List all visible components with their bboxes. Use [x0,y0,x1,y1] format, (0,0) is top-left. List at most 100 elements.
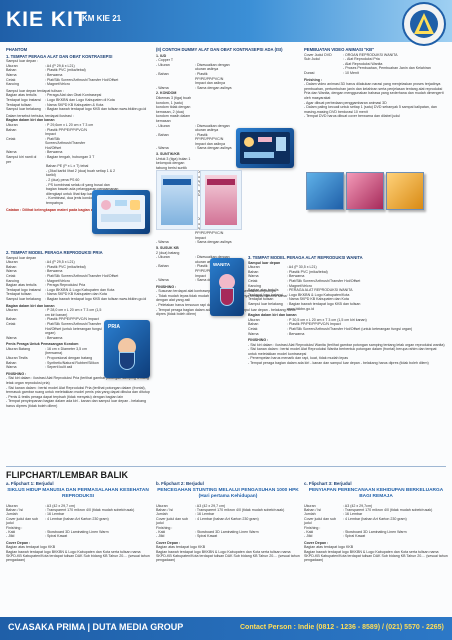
flipchart-cover-line: Bagian bawah terdapat logo BKKBN & Logo … [156,549,300,563]
dummy-item-row: - Ukuran: Disesuaikan dengan ukuran asli… [156,63,232,72]
dummy-item-key: Untuk 3 (tiga) bulan 1 kelompok dengan t… [156,156,191,170]
sec2-inner-key: Warna [6,335,17,340]
sec2-pria-key: Bahan [6,360,17,365]
sec2-finishing-line: - Sisi kiri dalam : ilustrasi Alat Repro… [6,376,149,386]
flipchart-spec-key: - Kaki [156,530,166,535]
section-3: 3. TEMPAT MODEL PERAGA ALAT REPRODUKSI W… [248,254,446,366]
dummy-item-value: : Plastik PP/PE/PP/PVC/N Impact dan asli… [195,71,225,86]
sec1-inside-row: Terdapat tulisan: Nama SKPD KB Kabupaten… [6,103,150,108]
flipchart-spec-key: Bahan / Isi [6,508,23,512]
section-1-inner-sub: Bagian dalam kiri dan kanan [6,118,55,123]
video-spec-value: : ORGAN REPRODUKSI WANITA [343,52,398,57]
flipchart-spec-value: : Stowboard 3D Laminating Linen Warm [45,530,109,535]
flipchart-spec-row: Jumlah: 16 Lembar [156,512,300,516]
sec1-spec-key: Bahan [6,68,17,73]
sec2-spec-key: Ukuran [6,260,18,265]
poster-2 [200,170,242,230]
flipchart-spec-row: Cover judul dan sub judul: 4 Lembar (bah… [304,517,448,526]
flipchart-spec-key: - Kaki [6,530,16,535]
video-spec-row: Sub Judul: - Alat Reproduksi Pria [304,57,446,62]
product-card-wanita: WANITA [210,258,244,316]
video-spec-value: - Proses Pembuahan, Pembuahan Janin dan … [343,66,431,71]
sec3-finishing-line: - Sisi kanan dalam : berisi model Alat R… [248,347,437,356]
sec2-pria-row: Ukuran Testis: Proporsional dengan batan… [6,356,102,361]
sec1-inside-value: : Logo BKKBN dan Logo Kabupaten di Kota [45,97,115,102]
flipchart-spec-key: - Kaki [304,530,314,535]
dummy-item-key: - Bahan [156,264,169,269]
video-finishing-line: - Tempat DVD harus dibuat cover berwarna… [304,114,401,119]
product-code: KM KIE 21 [82,14,122,23]
sec3-inner-value: : Berwarna [287,331,305,336]
flipchart-spec-key: Cover judul dan sub judul [156,516,188,526]
sec2-inner-value: : Plastik PP/PE/PP/PVC/N Impact [45,317,99,322]
flipchart-spec-value: : 4 Lembar (bahan Art Karton 230 gram) [195,516,259,521]
flipchart-spec-row: Cover judul dan sub judul: 4 Lembar (bah… [6,517,150,526]
sec3-spec-key: Bahan [248,269,259,274]
sec2-finishing-line: - Tempat penyimpanan bagian dalam ada ki… [6,399,146,408]
flipchart-spec-value: : 4 Lembar (bahan Art Karton 230 gram) [343,516,407,521]
flipchart-spec-key: - Jilid [6,534,15,539]
flipchart-cover-line: Bagian atas terdapat logo KKB [304,545,354,550]
flipchart-label: c. Flipchart 3: Berjudul [304,481,352,486]
dummy-item-row: - Bahan: Plastik PP/PE/PP/PVC/N Impact [156,264,232,278]
section-3-intro: Sampul luar depan [248,260,281,265]
sec2-spec-row: Terdapat logo instansi: Logo BKKBN & Log… [6,288,150,293]
sec2-spec-key: Terdapat tulisan [6,292,32,297]
sec3-spec-row: Warna: Berwarna [248,274,388,279]
sec1-extra-line: - 2 (dua) pena PS 60 [46,178,80,183]
dummy-item-value [195,96,232,124]
sec3-spec-key: Warna [248,274,259,279]
flipchart-spec-key: Jumlah [304,512,316,517]
flipchart-cover-line: Bagian bawah terdapat logo BKKBN & Logo … [304,549,448,563]
section-1-inner-title: Dalam tersebut terbuka, terdapat ilustra… [6,113,74,118]
dummy-item-key: - Ukuran [156,255,170,260]
dummy-item-row: - Warna: Sama dengan aslinya [156,86,232,91]
sec3-spec-key: Ukuran [248,265,260,270]
video-spec-row: Durasi: 10 Menit [304,71,446,76]
flipchart-cover-title: Cover Depan : [6,540,31,545]
dummy-item-key: - Bahan [156,71,169,76]
flipchart-spec-row: Jumlah : 16 Lembar [304,512,448,516]
dummy-item-key: - Warna [156,240,169,245]
sec1-inside-key: Bagian atas tertulis [6,93,37,98]
dummy-item-value: : Plastik PP/PE/PP/PVC/N Impact dan asli… [195,132,225,146]
sec2-spec-row: Terdapat tulisan : Nama SKPD KB Kabupaten… [6,292,150,297]
flipchart-spec-row: Ukuran: A3 (42 x 29,7cm) [304,504,448,508]
sec3-spec-row: Ukuran: A4 (P 30,5 x L21) [248,265,388,270]
flipchart-spec-value: : Stowboard 3D Laminating Linen Warm [343,530,407,535]
flipchart-spec-row: - Kaki : Stowboard 3D Laminating Linen Wa… [6,530,150,534]
sec3-spec-value: : PERAGA ALAT REPRODUKSI WANITA [287,288,353,293]
dummy-item-row: - Ukuran : Disesuaikan dengan ukuran asli… [156,255,232,264]
sec1-inner-value: : Plastik PP/PE/PP/PVC/N Impact [45,127,87,137]
section-2-inner-title: Bagian dalam kiri dan kanan [6,303,55,308]
sec1-inner-value: : Berwarna [45,150,63,155]
sec3-spec-value: : Magnet/Velcro [287,283,312,288]
dvd-cover-1 [306,172,344,210]
sec2-spec-value: : Nama SKPD KB Kabupaten dan Kota [45,292,107,297]
flipchart-spec-value: : 16 Lembar [343,512,363,517]
sec1-inner-row: Bahan: Plastik PP/PE/PP/PVC/N Impact [6,128,96,137]
dummy-item-value: : Disesuaikan dengan ukuran aslinya [195,255,230,264]
kie-kit-logo: KIE KIT [6,8,88,31]
sec1-spec-value: : Berwarna [45,72,63,77]
sec2-spec-row: Kancing: Magnet/Velcro [6,279,150,284]
sec3-inner-key: Warna [248,331,259,336]
sec1-spec-row: Warna: Berwarna [6,73,150,78]
sec2-inner-value: : Berwarna [45,335,63,340]
sec3-inner-key: Cetak [248,326,258,331]
flipchart-spec-value: : A3 (42 x 29,7cm) [343,503,373,508]
flipchart-spec-value: : Transparent 170 mikron 4/0 (tidak muda… [195,508,285,512]
video-finishing-title: Finishing : [304,77,323,82]
sec1-inner-row: Cetak: Plat/Silk Screen/Arthrush/Transfe… [6,137,96,151]
flipchart-spec-key: Bahan / Isi [156,508,173,512]
dummy-item-key: - Warna [156,85,169,90]
sec1-inner-key: Sampul kiri nanti ol per [6,155,37,164]
sec3-inner-value: : Plastik PP/PE/PP/PVC/N Impact [287,322,341,327]
sec1-spec-key: Cetak [6,77,16,82]
flipchart-divider [6,466,446,467]
sec3-finishing-line: - Penempelan harus menarik dan rapi, kua… [248,356,349,361]
dummy-item-row: Untuk 3 (tiga) bulan 1 kelompok dengan t… [156,157,232,171]
sec2-inner-key: Cetak [6,321,16,326]
